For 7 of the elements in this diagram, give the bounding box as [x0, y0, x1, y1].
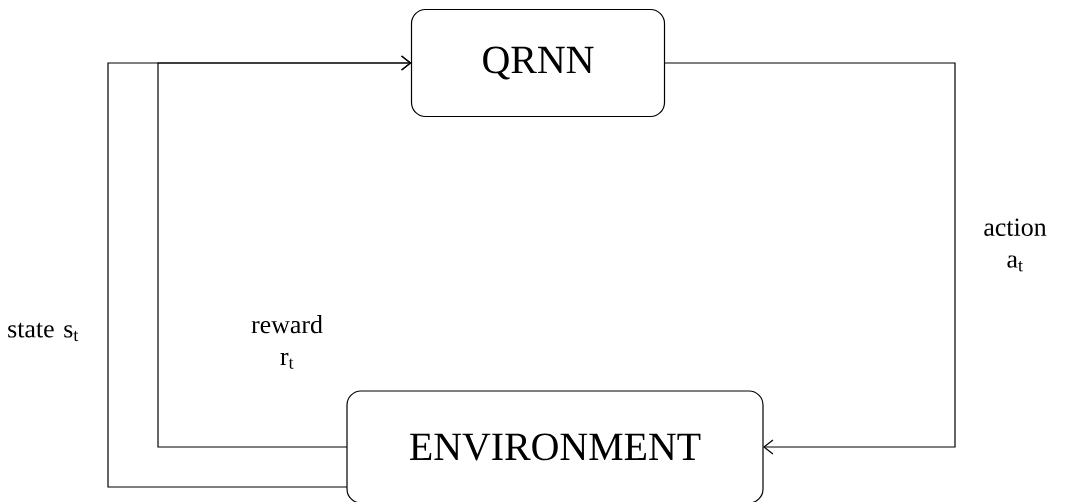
edge-label: reward r$_{t}$ [251, 315, 323, 369]
edge-label: state s$_{t}$ [8, 322, 79, 342]
edge-label: action a$_{t}$ [984, 218, 1047, 272]
process-box: ENVIRONMENT [346, 390, 764, 502]
arrow [107, 55, 412, 488]
arrow [663, 62, 956, 455]
process-box: QRNN [410, 8, 666, 118]
